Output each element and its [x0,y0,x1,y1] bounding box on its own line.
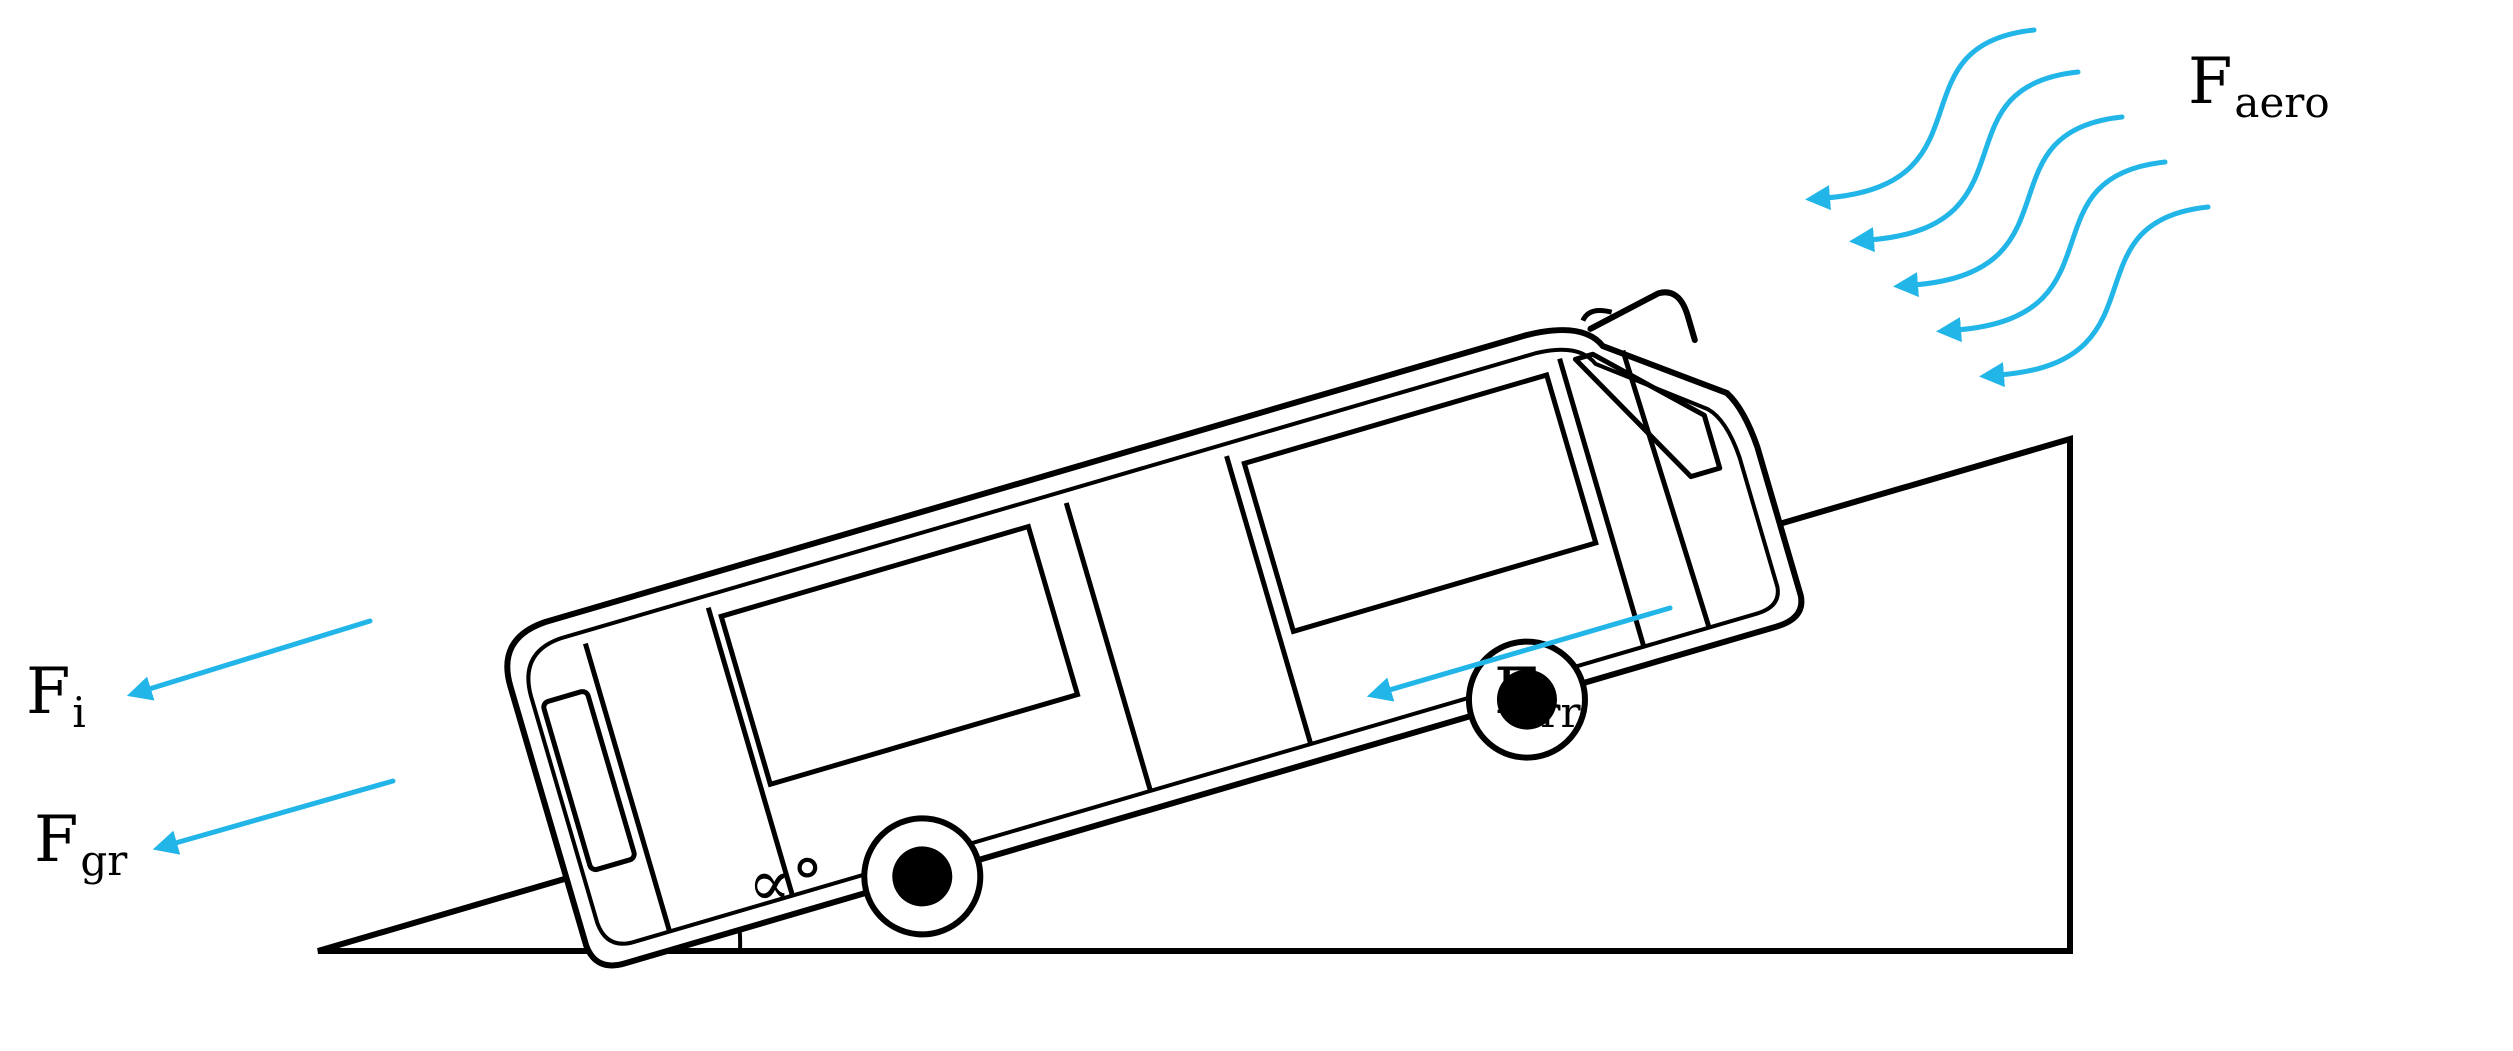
side-mirror [1587,289,1698,344]
rolling-resistance-label: Frr [1494,655,1581,737]
wind-arrow [1893,114,2125,298]
incline-angle-label: ∝° [748,847,824,921]
side-window [718,523,1081,788]
panel-divider [705,606,795,897]
inertia-force-arrow [126,618,373,701]
rear-window [541,689,637,873]
aero-force-label: Faero [2188,45,2330,127]
aero-wind-arrows [1805,27,2211,388]
wind-arrow [1979,204,2211,388]
wind-arrow [1805,27,2037,211]
panel-divider [1063,502,1153,792]
panel-divider [1620,349,1712,629]
grade-force-arrow [152,778,396,855]
panel-divider [1557,358,1647,648]
rolling-resistance-arrow [1366,605,1673,702]
bus-inner-outline [526,347,1780,946]
wind-arrow [1936,159,2168,343]
panel-divider [1224,455,1314,745]
bus [504,289,1805,969]
side-window [1241,371,1599,635]
windshield [1572,351,1723,480]
mirror-mount [1580,308,1613,322]
wind-arrow [1849,69,2081,253]
grade-force-label: Fgr [34,803,128,885]
bus-body [504,327,1805,969]
inertia-force-label: Fi [26,655,86,737]
panel-divider [583,642,673,933]
front-wheel [1465,638,1588,761]
rear-wheel [861,815,984,938]
